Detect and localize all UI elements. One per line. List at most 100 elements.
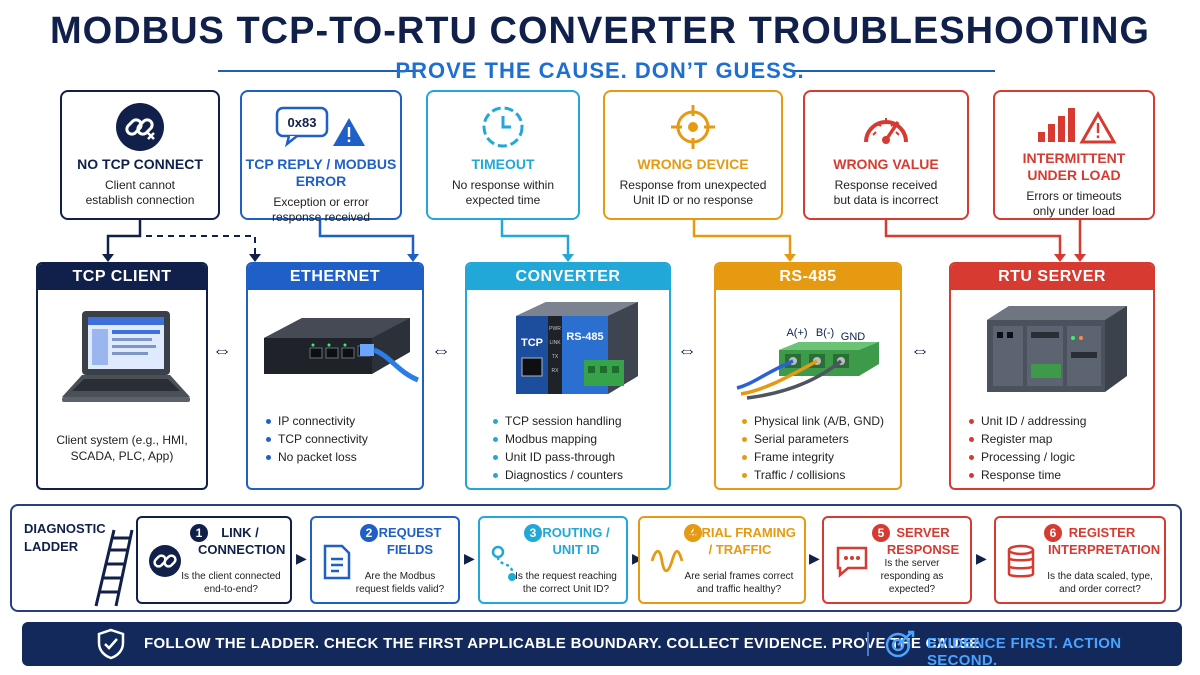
ladder-step-4: 4 SERIAL FRAMING / TRAFFIC Are serial fr… [638,516,806,604]
converter-label-link: LINK [549,340,561,346]
symptom-desc: Errors or timeouts only under load [1026,189,1122,218]
terminal-block-icon: A(+) B(-) GND [736,327,879,400]
step-number: 1 [190,524,208,542]
component-item: Serial parameters [742,430,900,448]
rs485-label-a: A(+) [786,327,807,339]
component-item: Unit ID pass-through [493,448,669,466]
step-number: 5 [872,524,890,542]
footer-banner: FOLLOW THE LADDER. CHECK THE FIRST APPLI… [22,622,1182,669]
link-arrow-4: ⇔ [910,340,930,362]
symptom-title: NO TCP CONNECT [77,156,203,172]
step-arrow: ▶ [632,550,643,567]
link-arrow-1: ⇔ [212,340,232,362]
converter-icon: TCP RS-485 PWR LINK TX RX [516,302,638,394]
switch-icon [264,318,420,383]
component-rtu-server: RTU SERVER Unit ID / addressing Register… [949,262,1155,490]
rs485-label-gnd: GND [841,331,866,343]
symptom-wrong-value: WRONG VALUE Response received but data i… [803,90,969,220]
step-title: LINK / CONNECTION [198,525,286,557]
document-icon [323,544,351,580]
step-question: Are the Modbus request fields valid? [355,571,445,595]
target-check-icon [885,630,915,658]
ladder-icon [94,529,134,607]
laptop-icon [62,311,190,402]
step-number: 6 [1044,524,1062,542]
symptom-desc: Response from unexpected Unit ID or no r… [619,178,767,207]
component-item: IP connectivity [266,412,422,430]
step-question: Is the data scaled, type, and order corr… [1047,571,1153,595]
converter-label-rx: RX [552,368,560,374]
component-item: Traffic / collisions [742,466,900,484]
step-arrow: ▶ [976,550,987,566]
component-header: RTU SERVER [951,264,1153,290]
database-icon [1007,544,1035,578]
symptom-title: TIMEOUT [471,156,535,172]
symptom-modbus-error: 0x83 TCP REPLY / MODBUS ERROR Exception … [240,90,402,224]
wave-icon [650,549,684,573]
step-question: Is the client connected end-to-end? [181,571,281,595]
footer-separator [867,632,869,656]
symptom-title: INTERMITTENT UNDER LOAD [1022,150,1126,183]
symptom-desc: Response received but data is incorrect [833,178,939,207]
component-converter: CONVERTER TCP RS-485 PWR LINK TX RX TCP … [465,262,671,490]
step-title: REQUEST FIELDS [378,525,442,557]
converter-label-tcp: TCP [521,337,543,349]
component-item: Diagnostics / counters [493,466,669,484]
component-tcp-client: TCP CLIENT Client system (e.g., HMI, SCA… [36,262,208,490]
step-question: Are serial frames correct and traffic he… [684,571,794,595]
footer-secondary-text: EVIDENCE FIRST. ACTION SECOND. [927,635,1122,669]
component-item: Physical link (A/B, GND) [742,412,900,430]
rtu-device-icon [987,306,1127,392]
symptom-title: WRONG DEVICE [637,156,749,172]
component-item: Modbus mapping [493,430,669,448]
component-rs485: RS-485 A(+) B(-) GND Physical link (A/B,… [714,262,902,490]
component-item: TCP connectivity [266,430,422,448]
step-title: SERIAL FRAMING / TRAFFIC [684,525,796,557]
component-item: Response time [969,466,1153,484]
warning-icon: 0x83 [275,106,365,148]
footer-main-text: FOLLOW THE LADDER. CHECK THE FIRST APPLI… [144,635,985,652]
converter-label-pwr: PWR [549,326,561,332]
step-number: 3 [524,524,542,542]
converter-label-rs485: RS-485 [566,331,603,343]
ladder-step-1: 1 LINK / CONNECTION Is the client connec… [136,516,292,604]
step-title: SERVER RESPONSE [886,525,960,557]
symptom-title: WRONG VALUE [833,156,939,172]
symptom-no-tcp-connect: NO TCP CONNECT Client cannot establish c… [60,90,220,220]
symptom-intermittent: INTERMITTENT UNDER LOAD Errors or timeou… [993,90,1155,220]
page-subtitle: PROVE THE CAUSE. DON’T GUESS. [395,58,805,83]
shield-check-icon [97,628,125,660]
symptom-desc: Exception or error response received [271,195,371,224]
ladder-step-6: 6 REGISTER INTERPRETATION Is the data sc… [994,516,1166,604]
symptom-desc: No response within expected time [451,178,555,207]
clock-icon [482,106,524,148]
ladder-label: DIAGNOSTIC LADDER [24,520,124,556]
link-arrow-3: ⇔ [677,340,697,362]
route-icon [491,545,516,581]
step-arrow: ▶ [464,550,475,566]
component-item: No packet loss [266,448,422,466]
diagnostic-ladder: DIAGNOSTIC LADDER 1 LINK / CONNECTION Is… [10,504,1182,612]
converter-label-tx: TX [552,354,559,360]
step-title: ROUTING / UNIT ID [542,525,610,557]
component-footer: Client system (e.g., HMI, SCADA, PLC, Ap… [56,433,188,463]
component-ethernet: ETHERNET IP connectivity TCP connectivit… [246,262,424,490]
step-question: Is the server responding as expected? [880,558,944,595]
component-item: Register map [969,430,1153,448]
symptom-wrong-device: WRONG DEVICE Response from unexpected Un… [603,90,783,220]
ladder-step-5: 5 SERVER RESPONSE Is the server respondi… [822,516,972,604]
component-header: TCP CLIENT [38,264,206,290]
component-item: TCP session handling [493,412,669,430]
gauge-icon [864,118,908,144]
target-icon [671,105,715,149]
error-code-text: 0x83 [288,115,317,130]
link-arrow-2: ⇔ [431,340,451,362]
symptom-title: TCP REPLY / MODBUS ERROR [245,156,397,189]
ladder-label-text: DIAGNOSTIC LADDER [24,521,106,554]
symptom-timeout: TIMEOUT No response within expected time [426,90,580,220]
ladder-step-3: 3 ROUTING / UNIT ID Is the request reach… [478,516,628,604]
subtitle-rule-right [790,70,995,72]
component-item: Unit ID / addressing [969,412,1153,430]
step-number: 4 [684,524,702,542]
component-item: Frame integrity [742,448,900,466]
